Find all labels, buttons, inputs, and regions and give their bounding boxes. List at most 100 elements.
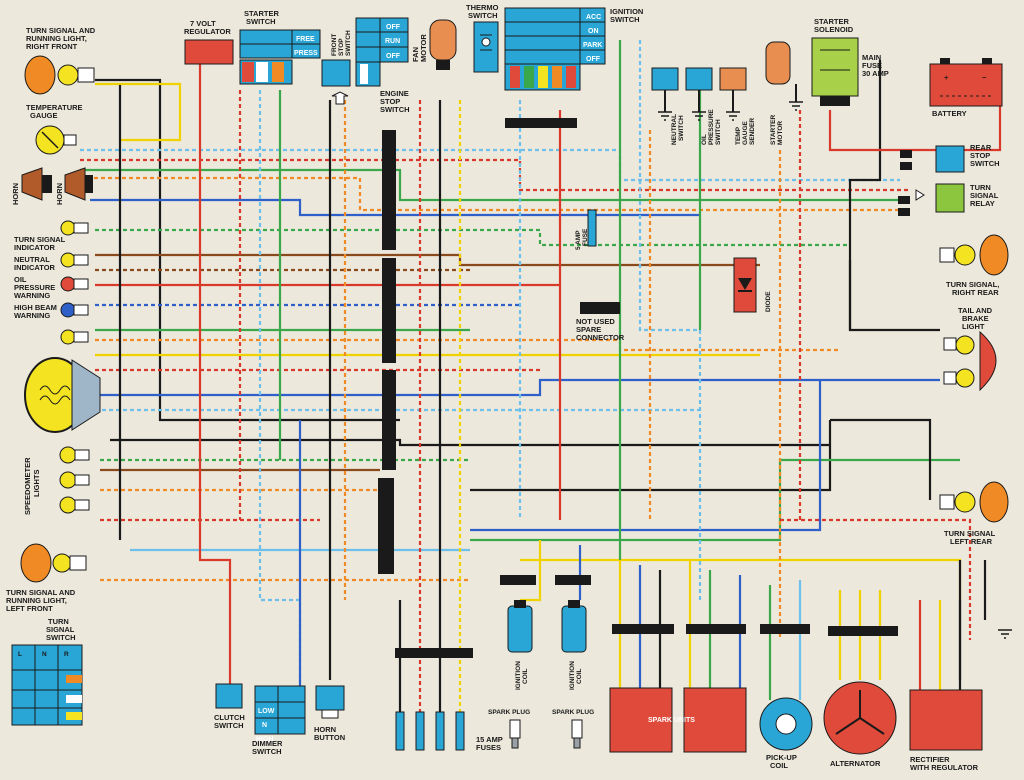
label-spark-plug-1: SPARK PLUG — [488, 709, 530, 716]
label-speedometer-lights: SPEEDOMETER LIGHTS — [23, 455, 41, 515]
front-stop-switch — [321, 59, 351, 105]
label-thermo-switch: THERMO SWITCH — [466, 3, 501, 20]
ignition-coil-1 — [507, 600, 533, 653]
ignition-park: PARK — [583, 42, 602, 49]
spark-plug-1 — [509, 719, 521, 749]
turn-signal-relay — [898, 183, 965, 216]
headlight — [24, 357, 101, 433]
fan-motor — [429, 19, 457, 70]
ignition-off: OFF — [586, 56, 601, 63]
label-fuse-5amp: 5 AMP FUSE — [575, 228, 589, 250]
label-tail-brake-light: TAIL AND BRAKE LIGHT — [958, 306, 994, 331]
label-horn-1: HORN — [11, 183, 20, 205]
turn-signal-right-front-lamp — [24, 55, 95, 95]
label-pickup-coil: PICK-UP COIL — [766, 753, 799, 770]
label-oil-pressure-warning: OIL PRESSURE WARNING — [14, 275, 57, 300]
diode — [733, 257, 757, 313]
label-turn-signal-switch: TURN SIGNAL SWITCH — [46, 617, 76, 642]
label-clutch-switch: CLUTCH SWITCH — [214, 713, 247, 730]
dimmer-high: HIGH — [256, 736, 274, 743]
rectifier-regulator — [909, 689, 983, 751]
label-fuses-15amp: 15 AMP FUSES — [476, 735, 505, 752]
label-turn-signal-left-front: TURN SIGNAL AND RUNNING LIGHT, LEFT FRON… — [6, 588, 77, 613]
label-battery: BATTERY — [932, 109, 967, 118]
label-ignition-switch: IGNITION SWITCH — [610, 7, 645, 24]
ignition-on: ON — [588, 28, 599, 35]
engine-stop-off-1: OFF — [386, 24, 401, 31]
label-ignition-coil-1: IGNITION COIL — [515, 659, 529, 690]
horn-2 — [64, 167, 93, 201]
speedometer-lights — [59, 446, 90, 514]
label-regulator-7v: 7 VOLT REGULATOR — [184, 19, 231, 36]
dimmer-switch — [254, 685, 306, 735]
turn-signal-left-rear-lamp — [939, 481, 1009, 523]
wire-harness — [80, 40, 1002, 720]
rear-stop-switch — [900, 145, 965, 173]
temperature-gauge — [35, 125, 77, 155]
tail-brake-light — [943, 330, 997, 392]
label-front-stop-switch: FRONT STOP SWITCH — [331, 30, 352, 56]
horn-button — [315, 685, 345, 719]
label-spark-units: SPARK UNITS — [648, 717, 695, 724]
horn-1 — [21, 167, 52, 201]
label-starter-solenoid: STARTER SOLENOID — [814, 17, 854, 34]
battery — [929, 58, 1003, 107]
label-turn-signal-right-rear: TURN SIGNAL, RIGHT REAR — [946, 280, 1001, 297]
label-ignition-coil-2: IGNITION COIL — [569, 659, 583, 690]
pickup-coil — [759, 697, 813, 751]
tss-col-l: L — [18, 651, 22, 658]
engine-stop-run: RUN — [385, 38, 400, 45]
fuse-5amp — [587, 209, 597, 247]
dimmer-n: N — [262, 722, 267, 729]
starter-solenoid — [811, 37, 859, 106]
harness-connector-strip — [378, 118, 898, 658]
temp-gauge-sender — [719, 67, 747, 112]
label-turn-signal-right-front: TURN SIGNAL AND RUNNING LIGHT, RIGHT FRO… — [26, 26, 97, 51]
label-fan-motor: FAN MOTOR — [411, 34, 428, 62]
label-dimmer-switch: DIMMER SWITCH — [252, 739, 285, 756]
label-turn-signal-left-rear: TURN SIGNAL LEFT REAR — [944, 529, 997, 546]
regulator-7v — [184, 39, 234, 65]
indicator-lamps — [60, 220, 89, 345]
alternator — [823, 681, 897, 755]
starter-switch — [239, 29, 321, 85]
label-alternator: ALTERNATOR — [830, 759, 881, 768]
battery-plus: + — [944, 73, 949, 82]
label-horn-button: HORN BUTTON — [314, 725, 345, 742]
label-oil-pressure-switch: OIL PRESSURE SWITCH — [701, 107, 722, 145]
ignition-acc: ACC — [586, 14, 601, 21]
thermo-switch — [473, 21, 499, 73]
starter-switch-press: PRESS — [294, 50, 318, 57]
ignition-coil-2 — [561, 600, 587, 653]
label-horn-2: HORN — [55, 183, 64, 205]
spare-connector — [580, 302, 620, 314]
engine-stop-switch — [355, 17, 409, 87]
dimmer-low: LOW — [258, 708, 275, 715]
tss-col-n: N — [42, 651, 47, 658]
tss-col-r: R — [64, 651, 69, 658]
engine-stop-off-2: OFF — [386, 53, 401, 60]
turn-signal-left-front-lamp — [20, 543, 87, 583]
label-neutral-switch: NEUTRAL SWITCH — [671, 112, 685, 145]
spark-units — [609, 687, 747, 753]
label-diode: DIODE — [765, 291, 772, 312]
label-turn-signal-relay: TURN SIGNAL RELAY — [970, 183, 1000, 208]
label-neutral-indicator: NEUTRAL INDICATOR — [14, 255, 56, 272]
battery-minus: − — [982, 73, 987, 82]
label-high-beam-warning: HIGH BEAM WARNING — [14, 303, 59, 320]
label-turn-signal-indicator: TURN SIGNAL INDICATOR — [14, 235, 67, 252]
label-spare-connector: NOT USED SPARE CONNECTOR — [576, 317, 625, 342]
label-spark-plug-2: SPARK PLUG — [552, 709, 594, 716]
turn-signal-switch — [11, 644, 83, 726]
label-rear-stop-switch: REAR STOP SWITCH — [970, 143, 1000, 168]
clutch-switch — [215, 683, 243, 709]
oil-pressure-switch — [685, 67, 713, 112]
label-temperature-gauge: TEMPERATURE GAUGE — [26, 103, 85, 120]
label-main-fuse: MAIN FUSE 30 AMP — [862, 53, 889, 78]
label-starter-switch: STARTER SWITCH — [244, 9, 281, 26]
turn-signal-right-rear-lamp — [939, 234, 1009, 276]
spark-plug-2 — [571, 719, 583, 749]
label-engine-stop-switch: ENGINE STOP SWITCH — [380, 89, 411, 114]
label-starter-motor: STARTER MOTOR — [770, 113, 784, 145]
